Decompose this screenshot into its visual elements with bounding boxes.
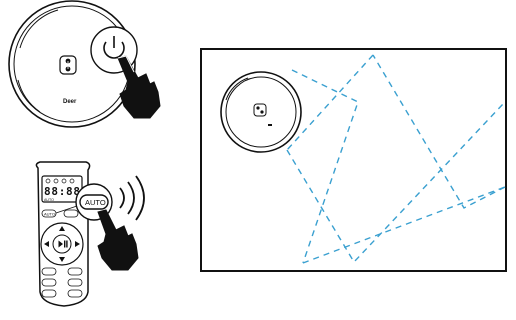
remote-button[interactable] [41,289,57,298]
arrow-right-icon[interactable] [75,241,80,247]
remote-button[interactable] [41,267,57,276]
remote-button[interactable] [41,278,57,287]
room-diagram [200,48,507,272]
remote-home-button[interactable] [63,209,79,218]
robot-button-cluster[interactable] [59,55,77,75]
remote-button[interactable] [67,278,83,287]
hand-pointer-icon [97,209,139,271]
cleaning-path [286,54,506,264]
remote-dpad[interactable] [40,222,84,266]
robot-brand-logo: Deer [63,99,77,105]
arrow-up-icon[interactable] [59,226,65,231]
play-pause-icon[interactable] [58,240,68,248]
robot-vacuum-in-room [220,71,302,153]
robot-button-cluster [253,103,267,117]
remote-auto-button[interactable]: AUTO [41,209,57,218]
remote-display-mode: AUTO [44,198,54,202]
hand-pointer-icon [117,55,161,119]
remote-button[interactable] [67,267,83,276]
remote-button[interactable] [67,289,83,298]
auto-button[interactable]: AUTO [79,194,109,210]
arrow-left-icon[interactable] [44,241,49,247]
auto-button-label: AUTO [85,198,106,207]
wireless-signal-icon [119,175,145,221]
arrow-down-icon[interactable] [59,257,65,262]
power-icon[interactable] [103,36,125,59]
remote-control: 88:88 AUTO AUTO [35,161,91,307]
remote-auto-label: AUTO [44,212,55,217]
remote-bottom-buttons [41,267,83,298]
remote-display-digits: 88:88 [44,185,80,198]
